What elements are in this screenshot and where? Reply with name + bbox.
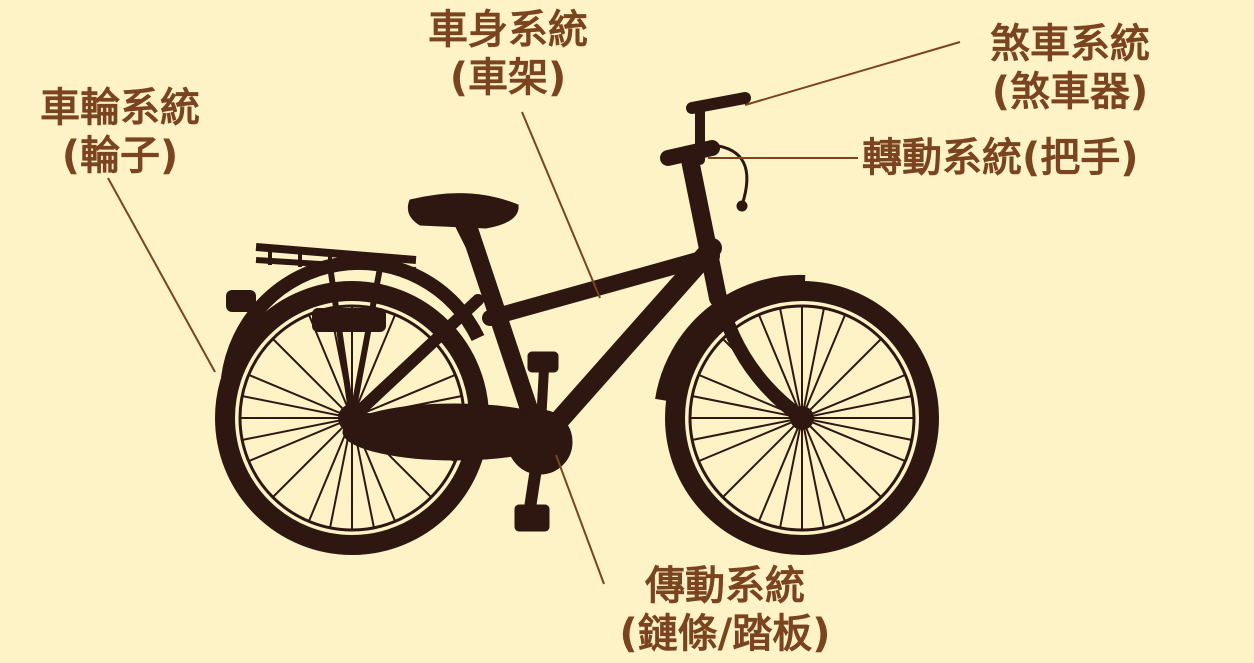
leader-line-body xyxy=(521,111,601,299)
label-body-title: 車身系統 xyxy=(428,7,588,53)
label-wheel-title: 車輪系統 xyxy=(40,85,200,131)
drivetrain xyxy=(342,351,573,532)
handlebar xyxy=(660,92,751,212)
seat xyxy=(407,193,519,248)
leader-line-wheel xyxy=(107,177,216,373)
label-drive-sub: (鏈條/踏板) xyxy=(619,611,831,657)
leader-line-drive xyxy=(555,454,605,585)
label-wheel-system: 車輪系統 (輪子) xyxy=(10,84,230,180)
label-wheel-sub: (輪子) xyxy=(61,133,179,179)
label-brake-sub: (煞車器) xyxy=(991,69,1149,115)
label-brake-title: 煞車系統 xyxy=(990,21,1150,67)
label-drive-title: 傳動系統 xyxy=(645,563,805,609)
rear-reflector xyxy=(226,290,256,312)
label-body-system: 車身系統 (車架) xyxy=(388,6,628,102)
rear-rack xyxy=(255,243,417,419)
label-brake-system: 煞車系統 (煞車器) xyxy=(950,20,1190,116)
label-steering-system: 轉動系統(把手) xyxy=(862,134,1139,182)
front-fender xyxy=(655,274,806,402)
label-drive-system: 傳動系統 (鏈條/踏板) xyxy=(590,562,860,658)
front-tire xyxy=(665,281,939,555)
leader-line-brake xyxy=(744,41,961,106)
label-body-sub: (車架) xyxy=(449,55,567,101)
label-steering-title: 轉動系統(把手) xyxy=(862,135,1139,181)
leader-lines xyxy=(107,41,961,585)
